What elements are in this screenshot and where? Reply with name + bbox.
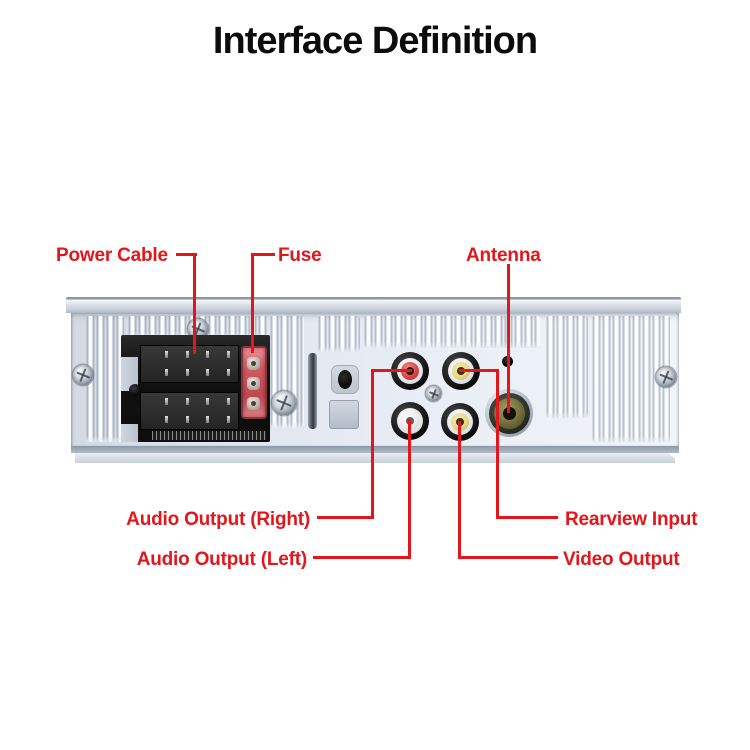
label-audio-output-right: Audio Output (Right) [126, 509, 310, 530]
label-video-output: Video Output [563, 549, 680, 570]
callout-line-audio-left [313, 556, 411, 559]
connector-socket-lower [140, 392, 239, 430]
screw [426, 386, 441, 401]
pin-row [165, 416, 230, 423]
pin-row [165, 369, 230, 376]
label-rearview-input: Rearview Input [565, 509, 698, 530]
callout-line-audio-right [371, 369, 412, 372]
screw [73, 365, 93, 385]
label-audio-output-left: Audio Output (Left) [136, 549, 308, 570]
label-antenna: Antenna [466, 245, 541, 266]
mount-hole [338, 370, 352, 389]
mount-pad [331, 365, 359, 394]
callout-line-antenna [507, 264, 510, 413]
pin [165, 398, 168, 405]
pin [226, 369, 230, 376]
screw [656, 367, 676, 387]
callout-line-fuse [251, 253, 275, 256]
callout-line-audio-right [371, 369, 374, 519]
pin [226, 416, 230, 423]
pin [206, 351, 210, 358]
label-power-cable: Power Cable [56, 245, 168, 266]
pin [226, 351, 230, 358]
panel-bottom-edge [71, 446, 679, 453]
pin-row [165, 398, 230, 405]
connector-notch [121, 357, 138, 391]
pin [185, 369, 189, 376]
connector-notch [121, 424, 138, 442]
heatsink-fins [546, 316, 588, 418]
pin [226, 398, 230, 405]
heatsink-fins [364, 316, 540, 348]
callout-line-video-output [458, 556, 558, 559]
callout-line-fuse [251, 253, 254, 353]
fuse-holder [241, 346, 267, 419]
panel-top-flange [66, 297, 681, 313]
fuse-contact [247, 397, 260, 410]
pin [165, 416, 168, 423]
screw [272, 391, 296, 415]
pin [206, 416, 210, 423]
connector-serration [152, 431, 266, 440]
pin [206, 369, 210, 376]
callout-line-rearview-input [496, 516, 558, 519]
page-title: Interface Definition [212, 20, 538, 62]
callout-line-video-output [458, 421, 461, 559]
heatsink-fins [86, 316, 124, 442]
callout-line-power-cable [193, 253, 196, 354]
callout-line-audio-left [408, 420, 411, 559]
heatsink-fins [592, 316, 670, 442]
vent-slot [308, 353, 317, 429]
pin [206, 398, 210, 405]
panel-bottom-flange [75, 453, 675, 463]
pin-row [165, 351, 230, 358]
callout-line-rearview-input [496, 369, 499, 519]
antenna-center [502, 406, 516, 420]
callout-line-power-cable [176, 253, 197, 256]
pin [185, 351, 189, 358]
mount-tab [329, 400, 359, 429]
heatsink-fins [318, 316, 360, 352]
connector-socket-upper [140, 345, 239, 383]
callout-line-audio-right [317, 516, 374, 519]
pin [165, 351, 168, 358]
fuse-contact [247, 377, 260, 390]
pin [185, 398, 189, 405]
fuse-contact [247, 357, 260, 370]
pin [165, 369, 168, 376]
connector-hole [129, 384, 141, 396]
label-fuse: Fuse [278, 245, 322, 266]
pin [185, 416, 189, 423]
callout-line-rearview-input [459, 369, 499, 372]
